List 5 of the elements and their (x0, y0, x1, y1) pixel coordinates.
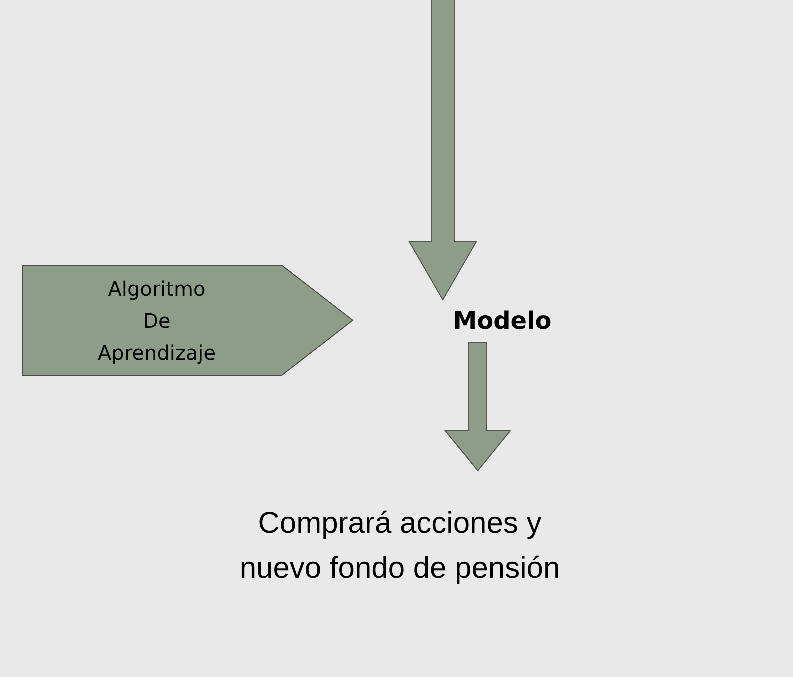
shape-label: Algoritmo De Aprendizaje (96, 276, 217, 366)
node-label: Modelo (453, 306, 552, 336)
block-arrow (408, 0, 478, 301)
result-text: Comprará acciones y nuevo fondo de pensión (238, 506, 562, 587)
block-arrow (444, 342, 512, 472)
